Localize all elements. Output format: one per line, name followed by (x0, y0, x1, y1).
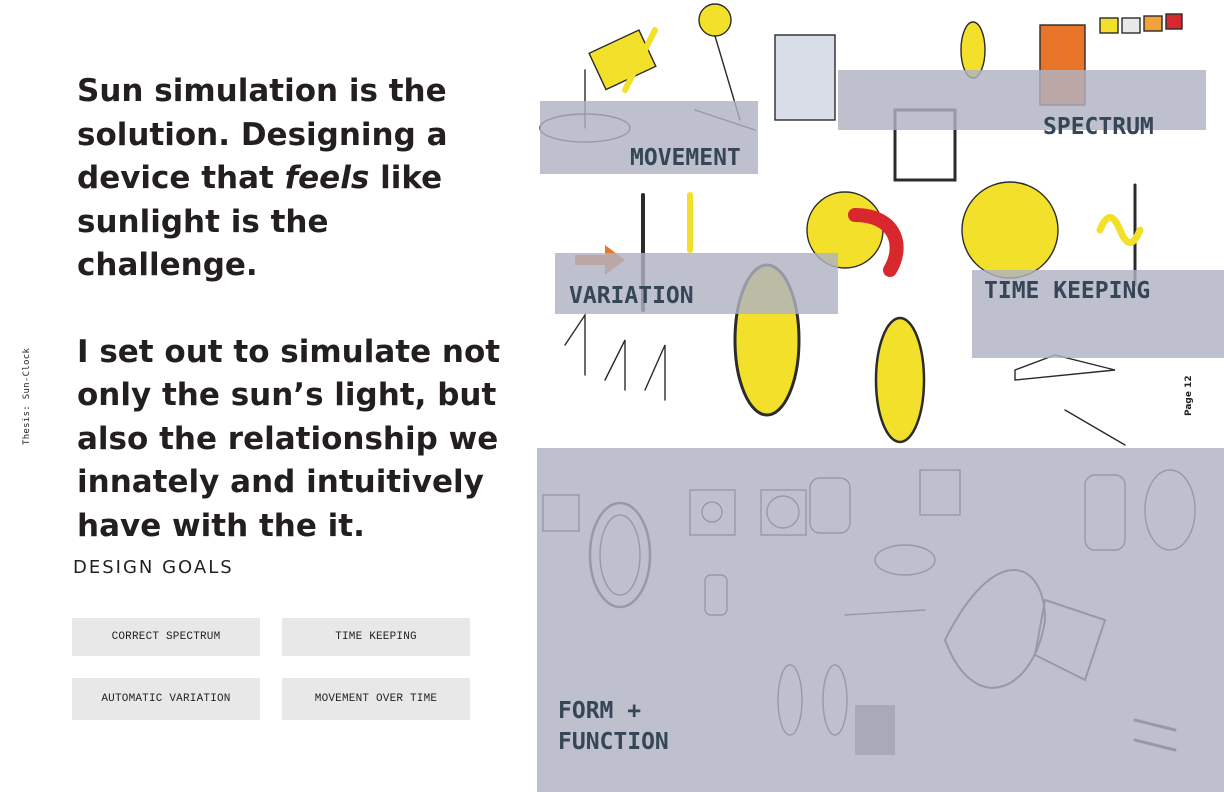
sketch-collage: MOVEMENT SPECTRUM VARIATION TIME KEEPING… (525, 0, 1224, 792)
design-goals-heading: DESIGN GOALS (73, 557, 234, 578)
label-movement: MOVEMENT (540, 101, 758, 174)
label-form-function: FORM + FUNCTION (537, 448, 1224, 792)
goal-time-keeping: TIME KEEPING (282, 618, 470, 656)
intro-text: Sun simulation is the solution. Designin… (77, 70, 517, 548)
label-time-keeping: TIME KEEPING (972, 270, 1224, 358)
intro-paragraph-1: Sun simulation is the solution. Designin… (77, 73, 448, 283)
thesis-label: Thesis: Sun-Clock (22, 347, 32, 445)
goal-correct-spectrum: CORRECT SPECTRUM (72, 618, 260, 656)
goal-automatic-variation: AUTOMATIC VARIATION (72, 678, 260, 720)
emphasis-feels: feels (284, 160, 370, 196)
label-spectrum: SPECTRUM (838, 70, 1206, 140)
page-number: Page 12 (1184, 375, 1194, 416)
label-variation: VARIATION (555, 253, 838, 314)
intro-paragraph-2: I set out to simulate not only the sun’s… (77, 333, 501, 544)
goal-movement-over-time: MOVEMENT OVER TIME (282, 678, 470, 720)
